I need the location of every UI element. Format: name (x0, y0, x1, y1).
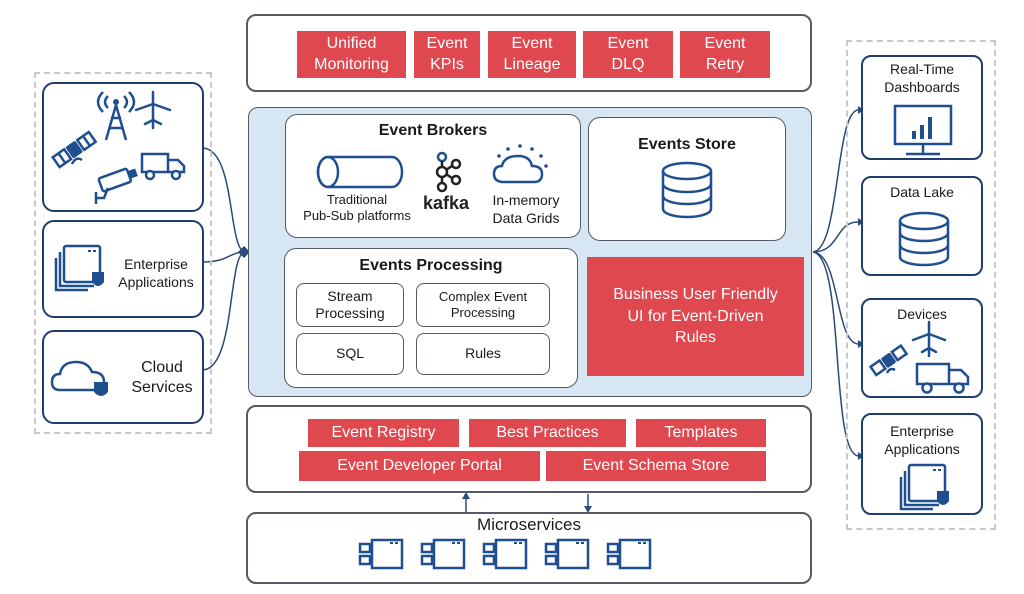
microservices-title: Microservices (477, 515, 581, 534)
source-cloud-label: Cloud Services (131, 359, 193, 396)
dest-datalake-box: Data Lake (861, 176, 983, 276)
dest-satellite-icon (868, 343, 909, 377)
business-rules-ui-tile: Business User Friendly UI for Event-Driv… (587, 257, 804, 376)
dest-devices-label: Devices (897, 306, 947, 322)
dashboard-monitor-icon (893, 104, 953, 156)
microservices-bar (246, 512, 812, 584)
kafka-label: kafka (422, 193, 470, 213)
cloud-grid-icon (492, 144, 548, 184)
microservice-icon-row (358, 538, 652, 570)
dest-truck-icon (915, 362, 970, 394)
events-processing-title: Events Processing (359, 257, 503, 274)
enterprise-app-icon (54, 244, 104, 292)
events-store-title: Events Store (638, 136, 736, 153)
event-brokers-box (285, 114, 581, 238)
security-camera-icon (94, 167, 138, 204)
airplane-icon (134, 90, 172, 130)
tile-templates: Templates (636, 419, 766, 447)
datalake-database-icon (898, 211, 950, 267)
rules-box: Rules (416, 333, 550, 375)
satellite-icon (50, 130, 98, 169)
event-brokers-title: Event Brokers (378, 122, 488, 139)
tile-event-registry: Event Registry (308, 419, 459, 447)
dest-airplane-icon (911, 320, 947, 358)
sql-box: SQL (296, 333, 404, 375)
source-enterprise-box: Enterprise Applications (42, 220, 204, 318)
tile-best-practices: Best Practices (469, 419, 626, 447)
cylinder-icon (316, 155, 404, 189)
database-icon (661, 161, 713, 219)
cloud-shield-icon (50, 360, 108, 396)
truck-icon (140, 152, 186, 181)
source-cloud-box: Cloud Services (42, 330, 204, 424)
tile-event-developer-portal: Event Developer Portal (299, 451, 540, 481)
source-enterprise-label: Enterprise Applications (118, 256, 194, 290)
tile-event-schema-store: Event Schema Store (546, 451, 766, 481)
kafka-logo-icon (435, 151, 462, 193)
dest-devices-box: Devices (861, 298, 983, 398)
destinations-group (846, 40, 996, 530)
dest-enterprise-app-icon (899, 463, 949, 511)
dest-datalake-label: Data Lake (890, 184, 954, 200)
source-devices-box (42, 82, 204, 212)
sources-group (34, 72, 212, 434)
antenna-tower-icon (96, 91, 136, 141)
